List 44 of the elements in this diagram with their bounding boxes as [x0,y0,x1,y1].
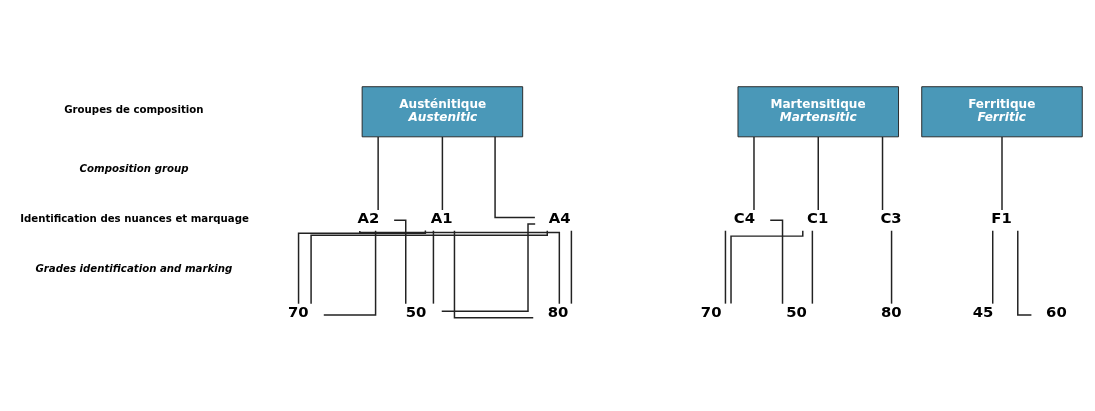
node-box: Martensitique Martensitic [737,86,899,138]
node-text: 80 [547,302,569,320]
connector [494,136,536,219]
node-text: F1 [991,208,1012,226]
connector [453,230,534,319]
node-text: A2 [357,208,380,226]
connector [441,223,536,313]
node-box: Ferritique Ferritic [921,86,1083,138]
connector [323,230,377,316]
node-text: 70 [700,302,722,320]
connector [432,230,435,305]
node-text: 60 [1046,302,1067,320]
connector [1001,136,1003,211]
connector [310,230,548,305]
connector [377,136,379,211]
label: Groupes de composition [64,104,204,116]
node-text: A1 [430,208,453,226]
connector [992,230,994,305]
node-text: 80 [880,302,902,320]
connector [881,136,884,211]
node-text: 50 [786,302,807,320]
node-text: 70 [287,302,309,320]
node-box: Austénitique Austenitic [361,86,524,138]
connector [297,229,427,305]
node-text: C4 [733,208,756,226]
connector [724,230,727,305]
label: Grades identification and marking [35,263,233,275]
connector [730,230,804,305]
node-text: C1 [807,208,829,226]
node-text: C3 [880,208,902,226]
node-text: 45 [972,302,994,320]
connector [570,230,573,305]
connector [811,230,814,305]
connector [753,136,755,211]
connector [359,230,561,305]
connector [817,136,819,211]
connector [393,219,407,305]
node-text: 50 [405,302,427,320]
connector [890,230,893,305]
label: Composition group [79,162,189,174]
connector [441,136,444,211]
node-text: A4 [548,208,571,226]
label: Identification des nuances et marquage [20,213,249,225]
connector [769,219,784,305]
